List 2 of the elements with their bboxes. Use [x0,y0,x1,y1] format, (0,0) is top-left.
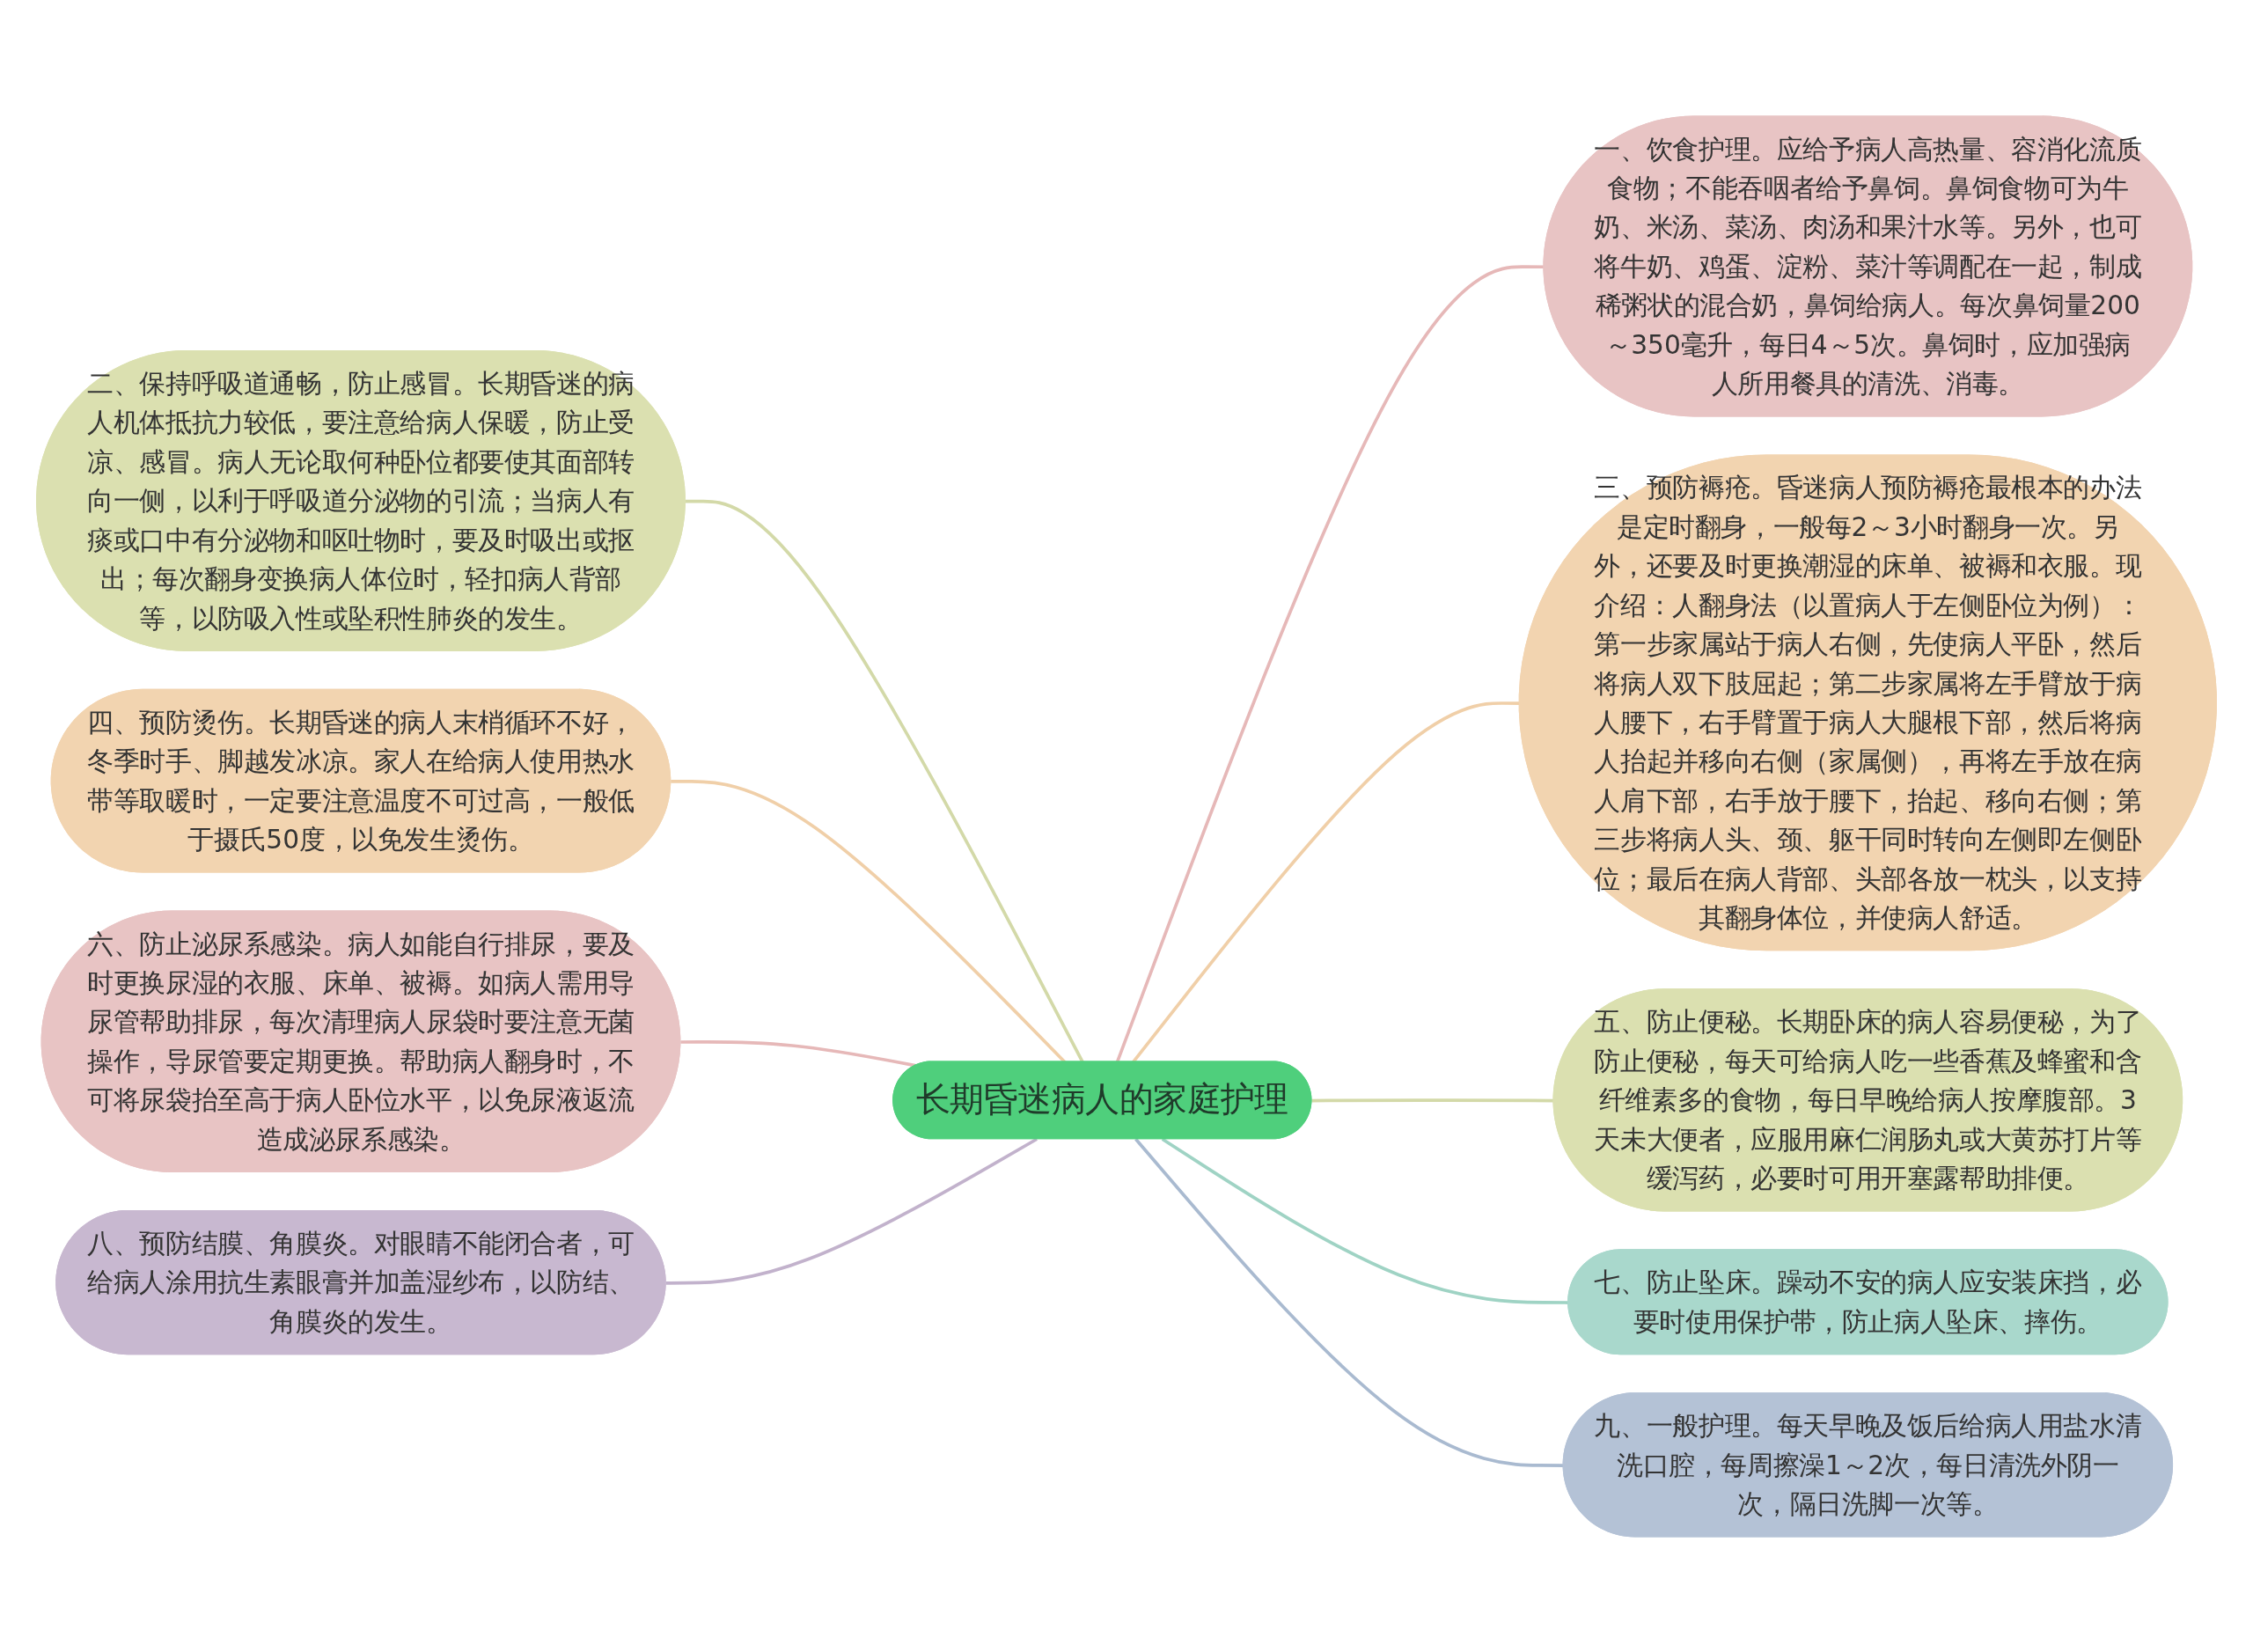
connector [680,1039,917,1068]
connector [665,1137,1038,1285]
